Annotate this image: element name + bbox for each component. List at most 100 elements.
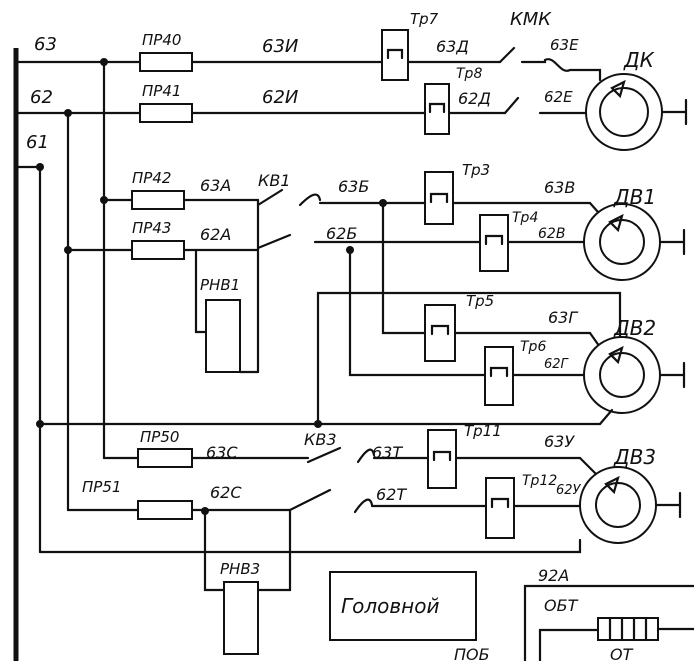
wire-label: 62У <box>556 483 582 498</box>
wire-label: 62Д <box>458 89 491 108</box>
wire <box>298 193 322 207</box>
wire <box>353 498 374 514</box>
kv1-switch-contact <box>256 188 284 207</box>
relay-label: Тр4 <box>512 210 538 226</box>
kv3-switch-contact <box>306 446 342 464</box>
obt-sub-label: ОТ <box>610 645 634 661</box>
regulator-label: РНВ3 <box>220 560 260 578</box>
kmk-switch-contact <box>498 46 516 64</box>
fuse-pr41 <box>139 103 193 123</box>
relay-label: Тр5 <box>466 292 494 310</box>
partial-label: ПОБ <box>454 645 490 661</box>
wire <box>381 201 427 335</box>
wire-label: 62С <box>210 483 242 502</box>
fuse-pr50 <box>137 448 193 468</box>
wire <box>598 408 614 426</box>
relay-tr11 <box>427 429 457 489</box>
relay-contact <box>489 366 509 378</box>
motor-arrow-icon <box>604 475 620 495</box>
bus-label: 63 <box>34 34 57 55</box>
wire-label: 62Е <box>544 88 573 106</box>
kv3-switch-contact <box>288 488 332 512</box>
relay-tr12 <box>485 477 515 539</box>
relay-contact <box>428 102 446 114</box>
regulator-label: РНВ1 <box>200 276 240 294</box>
motor-dv3-armature <box>595 482 641 528</box>
motor-arrow-icon <box>608 345 624 365</box>
wire-label: 63И <box>262 36 298 57</box>
regulator-rnv1 <box>205 299 241 373</box>
relay-tr7 <box>381 29 409 81</box>
contactor-label: КВ1 <box>258 171 291 190</box>
relay-label: Тр6 <box>520 339 546 355</box>
wire-label: 62Б <box>326 224 357 243</box>
wire <box>356 448 376 464</box>
wire-label: 63В <box>544 178 575 197</box>
relay-contact <box>429 192 449 204</box>
wire-label: 62В <box>538 226 565 242</box>
relay-label: Тр7 <box>410 10 439 28</box>
relay-tr3 <box>424 171 454 225</box>
wire <box>194 248 208 334</box>
wire-label: 63Б <box>338 177 369 196</box>
wire <box>520 58 602 82</box>
relay-contact <box>490 497 510 509</box>
wire <box>38 538 582 554</box>
wire-label: 63С <box>206 443 238 462</box>
label-box-golovnoy <box>329 571 477 641</box>
relay-contact <box>386 48 404 60</box>
obt-resistor <box>597 617 659 641</box>
motor-label: ДВ2 <box>613 316 656 340</box>
relay-tr6 <box>484 346 514 406</box>
relay-label: Тр8 <box>456 66 482 82</box>
bus-label: 61 <box>26 132 49 153</box>
fuse-pr43 <box>131 240 185 260</box>
obt-number: 92А <box>538 566 569 585</box>
wire-label: 63Г <box>548 308 578 327</box>
relay-label: Тр11 <box>464 422 502 440</box>
motor-dv2-armature <box>599 352 645 398</box>
fuse-label: ПР40 <box>142 31 181 49</box>
kmk-switch-contact <box>503 96 520 115</box>
motor-label: ДВ1 <box>613 185 656 209</box>
wire <box>538 628 600 661</box>
relay-label: Тр12 <box>522 473 557 489</box>
obt-box-frame <box>523 584 694 661</box>
relay-contact <box>430 324 450 336</box>
motor-arrow-icon <box>608 213 624 233</box>
wire <box>38 291 622 426</box>
fuse-label: ПР41 <box>142 82 181 100</box>
bus-label: 62 <box>30 87 53 108</box>
obt-label: ОБТ <box>544 596 579 615</box>
wire <box>203 509 226 592</box>
wire-label: 62Г <box>544 357 570 372</box>
relay-tr4 <box>479 214 509 272</box>
motor-label: ДВ3 <box>613 445 656 469</box>
wire-label: 62И <box>262 87 298 108</box>
fuse-pr51 <box>137 500 193 520</box>
regulator-rnv3 <box>223 581 259 655</box>
contactor-label: КМК <box>510 9 552 30</box>
kv1-switch-contact <box>256 233 292 250</box>
fuse-pr42 <box>131 190 185 210</box>
wire-label: 63Е <box>550 36 579 54</box>
contactor-label: КВ3 <box>304 430 337 449</box>
relay-tr5 <box>424 304 456 362</box>
wire-label: 63А <box>200 176 231 195</box>
wire-label: 63Т <box>372 443 403 462</box>
fuse-label: ПР42 <box>132 169 171 187</box>
junction-dot <box>36 163 44 171</box>
relay-contact <box>432 450 452 462</box>
motor-dk-armature <box>599 87 649 137</box>
motor-arrow-icon <box>610 79 626 99</box>
relay-label: Тр3 <box>462 161 490 179</box>
wire <box>348 248 487 377</box>
wire-label: 62А <box>200 225 231 244</box>
wire-label: 62Т <box>376 485 407 504</box>
motor-label: ДК <box>623 48 655 72</box>
relay-tr8 <box>424 83 450 135</box>
fuse-label: ПР51 <box>82 478 121 496</box>
motor-dv1-armature <box>599 219 645 265</box>
label-box-text: Головной <box>341 594 440 618</box>
